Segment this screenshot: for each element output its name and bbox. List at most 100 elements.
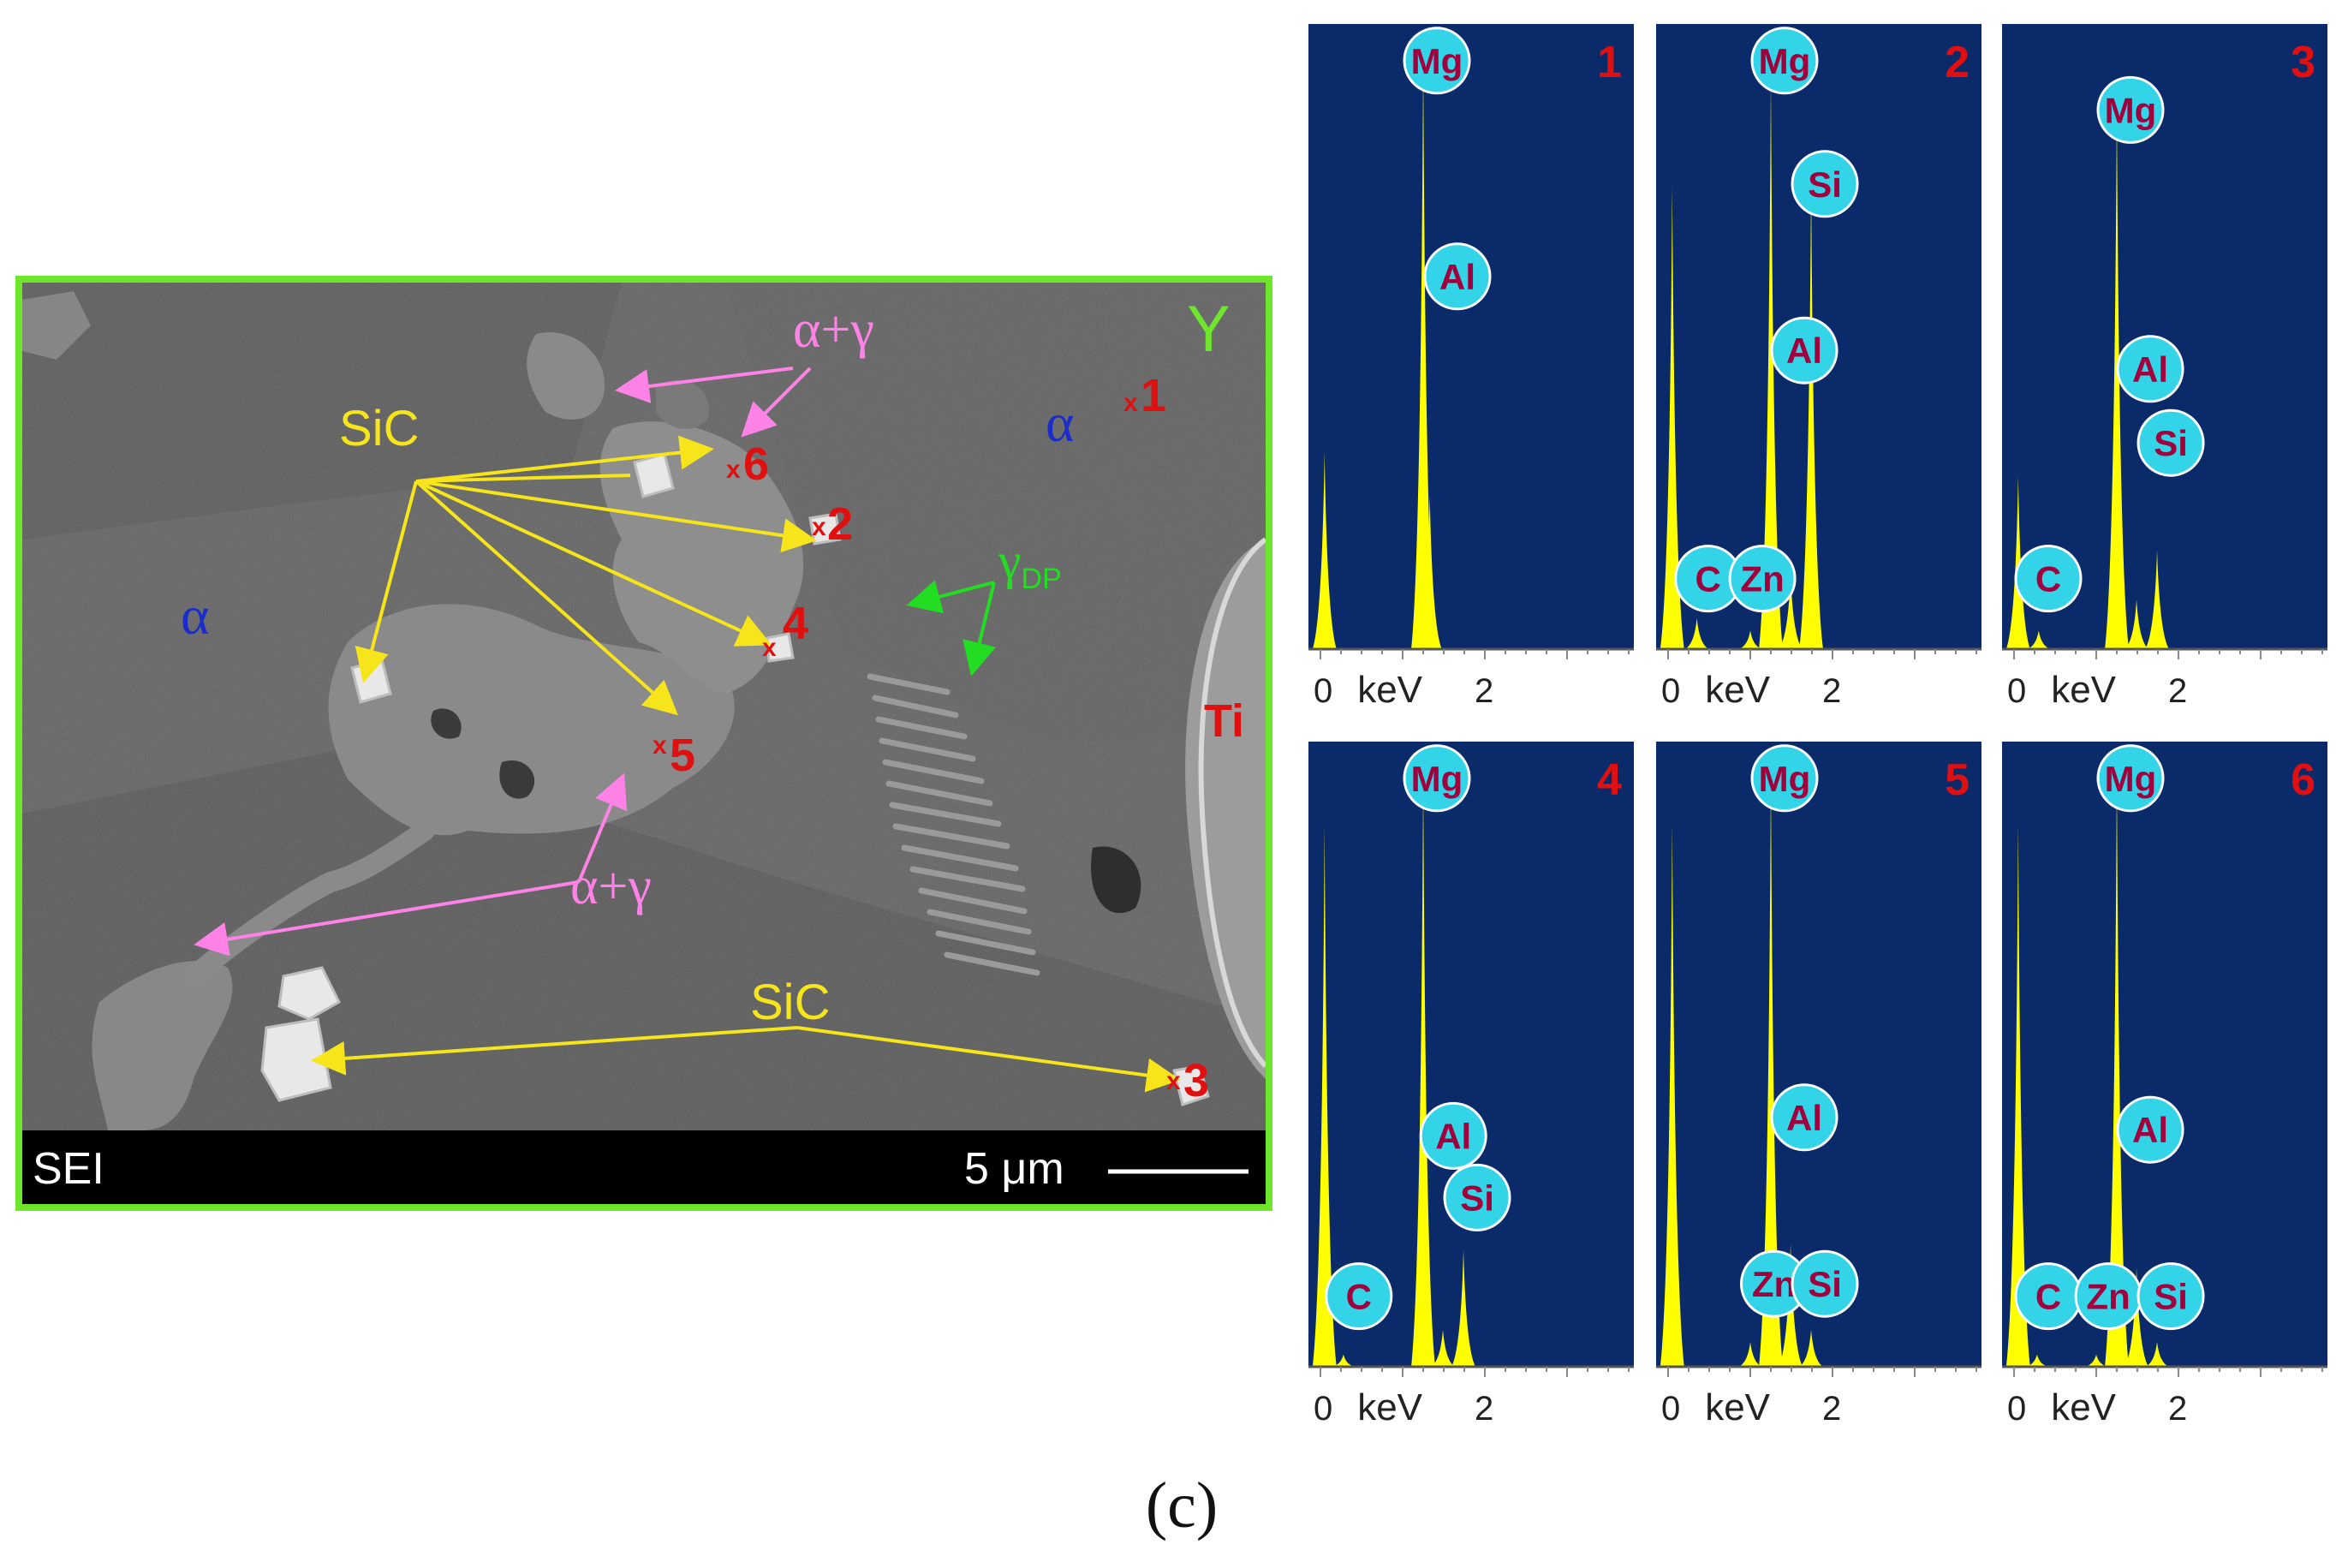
spectrum-peak <box>2125 599 2149 649</box>
axis-unit: keV <box>1357 1386 1422 1428</box>
element-badge-al: Al <box>2116 1095 2184 1164</box>
spectrum-peak <box>2145 1342 2170 1367</box>
gamma-dp-lamellae <box>867 673 1040 976</box>
element-label: Al <box>2132 349 2168 390</box>
sem-image: x x x x x x 1 2 3 4 5 6 SiC SiC α+γ α+γ … <box>22 283 1266 1204</box>
element-label: Si <box>1460 1177 1494 1218</box>
element-badge-mg: Mg <box>1750 744 1819 813</box>
spectrum-number: 1 <box>1597 38 1622 87</box>
tick-label-2: 2 <box>2168 672 2187 710</box>
element-badge-zn: Zn <box>1728 545 1797 613</box>
spectrum-background <box>1308 742 1634 1367</box>
spectrum-background <box>1308 24 1634 649</box>
spectrum-peak <box>2024 1354 2049 1367</box>
x-marker-6: x <box>726 456 741 484</box>
element-label: Al <box>1786 1098 1822 1138</box>
element-label: C <box>1346 1277 1372 1317</box>
spectrum-peak <box>1738 1342 1762 1367</box>
spectrum-peak <box>2026 630 2051 649</box>
sei-band <box>22 1130 1266 1204</box>
axis-unit: keV <box>1357 669 1422 711</box>
element-badge-si: Si <box>2136 408 2205 477</box>
axis-unit: keV <box>2051 1386 2116 1428</box>
spectrum-peak <box>2005 476 2030 649</box>
element-label: Mg <box>1411 41 1463 81</box>
axis-unit: keV <box>1705 669 1770 711</box>
spectrum-peak <box>1411 57 1435 650</box>
element-label: C <box>2035 1277 2061 1317</box>
element-badge-c: C <box>2014 1262 2083 1331</box>
sic-label-top: SiC <box>339 401 419 456</box>
element-label: Al <box>1786 331 1822 371</box>
element-label: Zn <box>1752 1264 1796 1304</box>
point-label-1: 1 <box>1141 370 1166 421</box>
spectrum-peak <box>1660 824 1684 1367</box>
tick-label-2: 2 <box>1475 672 1493 710</box>
element-badge-al: Al <box>1423 242 1492 311</box>
tick-label-2: 2 <box>1475 1390 1493 1428</box>
spectrum-peak <box>1411 774 1435 1367</box>
tick-label-0: 0 <box>1314 672 1332 710</box>
element-label: Al <box>2132 1110 2168 1150</box>
element-badge-mg: Mg <box>1403 27 1471 95</box>
alpha-gamma-label-bottom: α+γ <box>570 857 652 915</box>
point-label-4: 4 <box>783 598 808 649</box>
alpha-gamma-arrows <box>194 367 812 957</box>
element-badge-mg: Mg <box>2096 75 2165 144</box>
spectrum-peak <box>1431 1329 1456 1367</box>
element-badge-mg: Mg <box>2096 744 2165 813</box>
sem-micrograph: x x x x x x 1 2 3 4 5 6 SiC SiC α+γ α+γ … <box>15 276 1272 1211</box>
figure-caption: (c) <box>1145 1470 1219 1541</box>
element-badge-si: Si <box>1791 150 1859 218</box>
spectrum-peak <box>1451 1249 1476 1367</box>
sei-label: SEI <box>33 1144 104 1194</box>
spectrum-peak <box>1684 618 1709 649</box>
point-label-3: 3 <box>1183 1055 1209 1106</box>
element-badge-si: Si <box>1443 1163 1511 1231</box>
sic-arrows <box>311 435 1181 1093</box>
eutectic-region <box>328 604 735 836</box>
spectrum-peak <box>1738 630 1762 649</box>
element-label: Mg <box>2105 90 2157 130</box>
tick-label-2: 2 <box>2168 1390 2187 1428</box>
spectrum-peak <box>2005 824 2030 1367</box>
element-label: Mg <box>2105 759 2157 799</box>
element-badge-al: Al <box>1419 1101 1487 1170</box>
spectrum-peak <box>1312 451 1337 649</box>
element-label: Si <box>1808 1264 1842 1304</box>
element-badge-mg: Mg <box>1750 27 1819 95</box>
element-badge-si: Si <box>2136 1262 2205 1331</box>
spectrum-peak <box>1779 575 1803 649</box>
panel-label-y: Y <box>1187 293 1231 366</box>
ti-label: Ti <box>1204 695 1244 747</box>
element-badge-al: Al <box>1770 316 1838 385</box>
tick-label-0: 0 <box>2007 1390 2026 1428</box>
element-label: Al <box>1439 257 1475 297</box>
element-label: Si <box>2154 423 2188 463</box>
element-badge-al: Al <box>2116 335 2184 403</box>
element-label: Zn <box>1740 559 1784 599</box>
element-label: Zn <box>2086 1277 2130 1317</box>
spectrum-number: 4 <box>1597 755 1622 805</box>
element-badge-si: Si <box>1791 1249 1859 1318</box>
tick-label-0: 0 <box>1661 1390 1680 1428</box>
element-label: Al <box>1435 1116 1471 1156</box>
spectrum-peak <box>1331 1354 1356 1367</box>
axis-unit: keV <box>2051 669 2116 711</box>
element-badge-mg: Mg <box>1403 744 1471 813</box>
sic-particles <box>260 452 1210 1106</box>
point-markers: x x x x x x <box>653 389 1181 1095</box>
x-marker-5: x <box>653 731 667 760</box>
spectrum-peak <box>1660 187 1684 649</box>
spectrum-peak <box>1759 774 1783 1367</box>
spectrum-peak <box>1799 1329 1824 1367</box>
